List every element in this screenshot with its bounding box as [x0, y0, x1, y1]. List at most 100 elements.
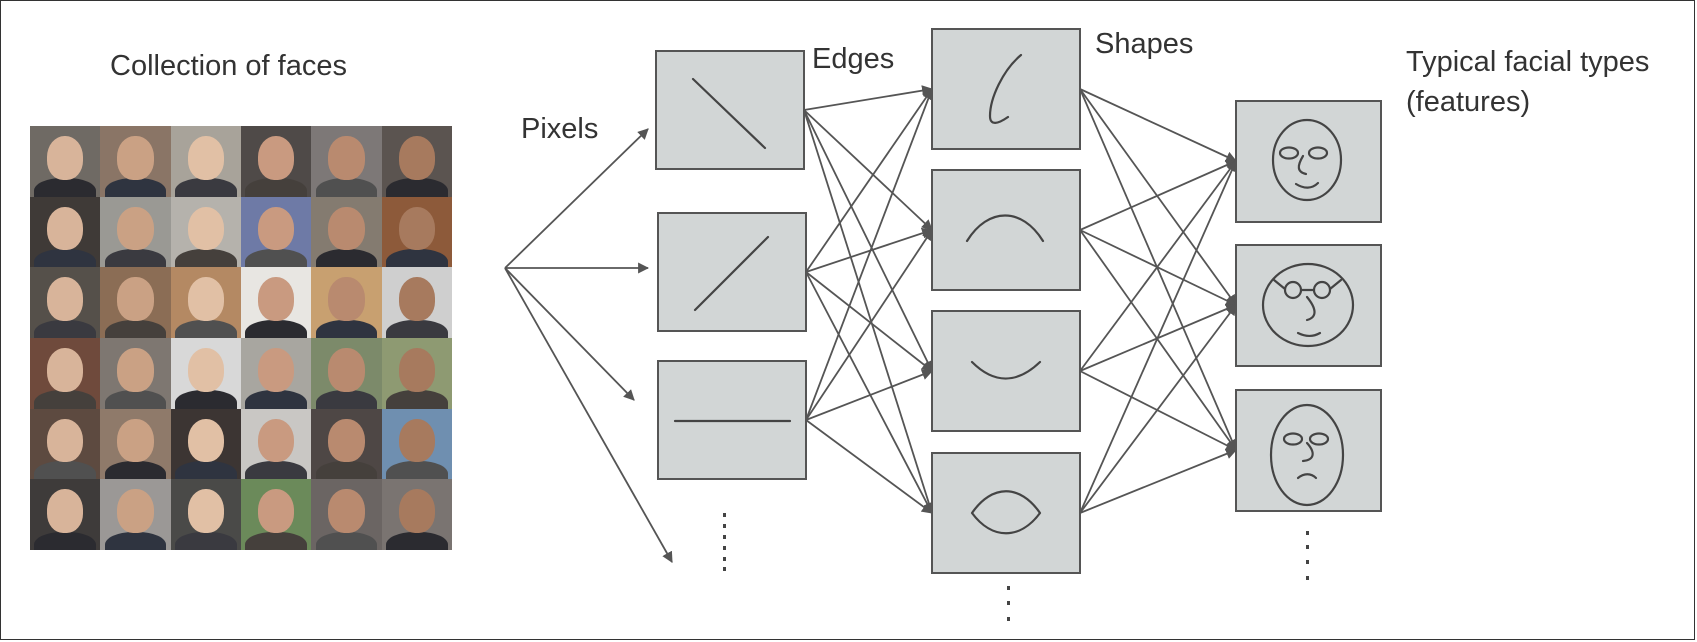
edge-shape-arrow-3-2: [805, 229, 933, 421]
face-photo-tile: [241, 267, 312, 338]
face-photo-tile: [170, 196, 241, 268]
shape-feature-arrow-2-1: [1079, 159, 1238, 231]
face-photo-shoulders: [385, 531, 448, 550]
face-photo-head: [117, 489, 154, 534]
face-photo-tile: [381, 267, 452, 338]
face-photo-head: [46, 206, 84, 251]
face-photo-shoulders: [34, 460, 97, 480]
face-photo-head: [257, 277, 295, 322]
edge-node-diagonal-up: [657, 212, 807, 332]
face-photo-shoulders: [385, 248, 448, 268]
face-photo-tile: [30, 408, 101, 480]
face-photo-tile: [100, 196, 171, 268]
face-photo-tile: [311, 267, 382, 338]
eye-shape-icon: [970, 490, 1042, 535]
face-photo-tile: [311, 408, 382, 480]
shape-feature-arrow-3-1: [1079, 160, 1237, 372]
face-photo-head: [117, 206, 154, 251]
diagonal-line-icon: [691, 77, 767, 150]
face-photo-tile: [100, 267, 171, 338]
face-photo-head: [398, 347, 436, 392]
shape-more-dots: [1007, 586, 1010, 621]
face-photo-shoulders: [315, 390, 378, 409]
face-photo-head: [398, 206, 436, 251]
face-photo-shoulders: [245, 460, 308, 480]
edge-shape-arrow-2-4: [805, 271, 933, 514]
face-photo-shoulders: [315, 319, 378, 338]
face-photo-head: [328, 347, 365, 392]
face-photo-shoulders: [315, 460, 378, 480]
frowning-face-icon: [1269, 403, 1345, 507]
face-photo-shoulders: [174, 248, 237, 268]
face-photo-tile: [30, 267, 101, 338]
shape-feature-arrow-4-3: [1079, 448, 1238, 514]
shape-to-feature-connections: [1079, 88, 1238, 514]
face-photo-tile: [100, 126, 171, 197]
shape-node-eye: [931, 452, 1081, 574]
face-photo-head: [257, 489, 295, 534]
face-photo-shoulders: [385, 390, 448, 409]
edge-node-horizontal: [657, 360, 807, 480]
smiling-face-icon: [1271, 118, 1343, 202]
hook-curve-icon: [988, 53, 1023, 124]
face-photo-shoulders: [245, 248, 308, 268]
face-photo-tile: [241, 337, 312, 409]
face-photo-tile: [30, 337, 101, 409]
pixel-arrow-3: [504, 267, 635, 401]
face-photo-head: [117, 277, 154, 322]
edge-to-shape-connections: [803, 85, 935, 515]
face-photo-shoulders: [385, 319, 448, 338]
face-photo-tile: [381, 408, 452, 480]
face-photo-tile: [170, 126, 241, 197]
shape-feature-arrow-1-2: [1079, 88, 1237, 306]
face-photo-head: [187, 347, 225, 392]
diagonal-line-up-icon: [693, 235, 770, 312]
face-photo-shoulders: [174, 460, 237, 480]
shape-feature-arrow-4-1: [1079, 159, 1238, 514]
face-photo-shoulders: [34, 531, 97, 550]
edge-more-dots: [723, 513, 726, 571]
arch-curve-icon: [965, 214, 1045, 243]
face-with-glasses-icon: [1261, 262, 1355, 348]
face-photo-head: [328, 277, 365, 322]
face-photo-head: [46, 418, 84, 463]
face-photo-shoulders: [245, 390, 308, 409]
face-photo-shoulders: [104, 319, 167, 338]
face-photo-tile: [100, 408, 171, 480]
features-label-line1: Typical facial types: [1406, 46, 1650, 78]
face-photo-tile: [241, 126, 312, 197]
face-photo-head: [257, 418, 295, 463]
edge-shape-arrow-1-3: [803, 109, 933, 372]
feature-node-frowning-face: [1235, 389, 1382, 512]
face-photo-shoulders: [34, 390, 97, 409]
face-photo-tile: [311, 126, 382, 197]
face-photo-head: [398, 135, 436, 180]
edge-shape-arrow-2-2: [805, 227, 934, 273]
face-photo-shoulders: [315, 178, 378, 197]
edge-node-diagonal-down: [655, 50, 805, 170]
pixel-arrow-4: [504, 267, 673, 563]
shape-feature-arrow-4-2: [1079, 304, 1237, 514]
shape-layer: [931, 28, 1081, 574]
face-photo-head: [187, 277, 225, 322]
pixel-arrow-1: [504, 128, 649, 269]
face-photo-tile: [381, 126, 452, 197]
face-photo-head: [117, 135, 154, 180]
face-photo-tile: [100, 337, 171, 409]
face-photo-head: [187, 418, 225, 463]
face-photo-head: [328, 135, 365, 180]
face-photo-head: [187, 206, 225, 251]
face-photo-tile: [170, 267, 241, 338]
face-photo-tile: [30, 126, 101, 197]
face-photo-head: [398, 277, 436, 322]
face-photo-shoulders: [245, 319, 308, 338]
face-photo-shoulders: [174, 390, 237, 409]
face-photo-tile: [241, 196, 312, 268]
face-photo-tile: [170, 337, 241, 409]
feature-node-smiling-face: [1235, 100, 1382, 223]
face-photo-shoulders: [34, 178, 97, 197]
face-photo-head: [257, 135, 295, 180]
face-photo-shoulders: [385, 178, 448, 197]
edge-shape-arrow-3-3: [805, 369, 934, 421]
